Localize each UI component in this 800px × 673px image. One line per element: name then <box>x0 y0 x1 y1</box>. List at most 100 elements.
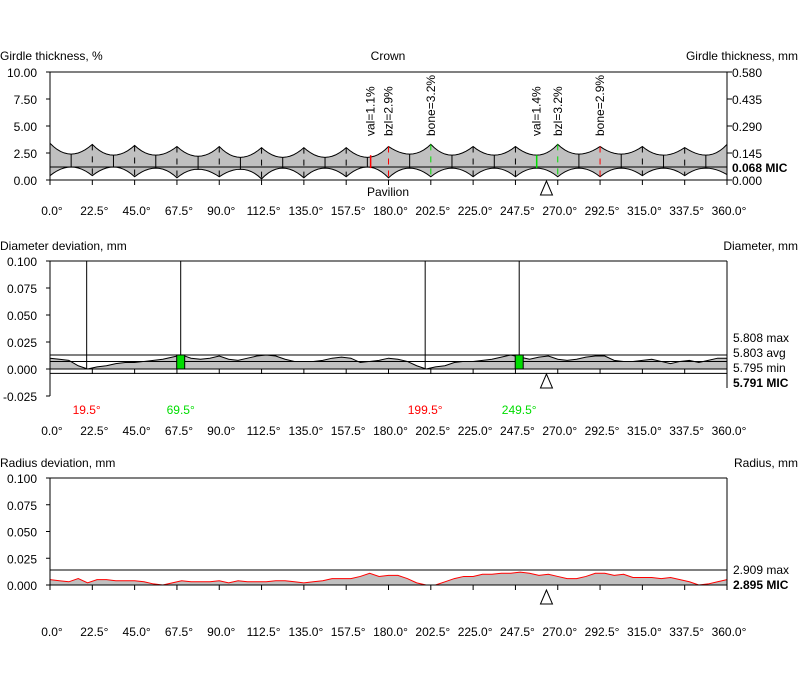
extreme-angle-label: 19.5° <box>73 403 101 417</box>
y-tick-label: 0.000 <box>7 579 37 593</box>
y-tick-label: 5.00 <box>14 120 38 134</box>
annotation-label: bone=3.2% <box>424 75 438 136</box>
chart-title-left: Girdle thickness, % <box>0 49 103 63</box>
deviation-area <box>50 354 727 369</box>
x-tick-label: 225.0° <box>458 625 493 639</box>
x-tick-label: 22.5° <box>80 424 108 438</box>
annotation-group: val=1.1% <box>363 83 378 138</box>
deviation-line <box>49 354 727 370</box>
x-tick-label: 112.5° <box>247 625 281 639</box>
x-tick-label: 67.5° <box>165 625 193 639</box>
x-tick-label: 360.0° <box>712 424 747 438</box>
y-tick-label: 7.50 <box>14 93 38 107</box>
pavilion-edge-line <box>49 166 728 180</box>
extreme-angle-label: 249.5° <box>502 403 537 417</box>
x-tick-label: 202.5° <box>415 204 450 218</box>
y-tick-label: 0.100 <box>7 255 37 269</box>
x-tick-label: 90.0° <box>207 424 235 438</box>
extreme-box <box>514 354 524 370</box>
right-tick-label: 0.435 <box>732 93 762 107</box>
x-tick-label: 45.0° <box>123 204 151 218</box>
extreme-angle-label: 199.5° <box>408 403 443 417</box>
y-tick-label: 0.050 <box>7 309 37 323</box>
annotation-group: val=1.4% <box>529 83 544 138</box>
y-tick-label: 0.025 <box>7 336 37 350</box>
annotation-label: bzl=3.2% <box>551 86 565 136</box>
annotation-label: val=1.4% <box>530 86 544 136</box>
y-tick-label: 0.100 <box>7 472 37 486</box>
deviation-area <box>50 572 727 585</box>
right-tick-label: 0.145 <box>732 147 762 161</box>
x-tick-label: 67.5° <box>165 204 193 218</box>
annotation-group: bzl=2.9% <box>381 83 396 138</box>
annotation-group: bone=2.9% <box>593 75 608 138</box>
x-tick-label: 180.0° <box>373 204 408 218</box>
x-tick-label: 0.0° <box>41 204 63 218</box>
x-tick-label: 315.0° <box>627 204 662 218</box>
x-tick-label: 270.0° <box>542 424 577 438</box>
x-tick-label: 112.5° <box>247 424 281 438</box>
x-tick-label: 157.5° <box>331 204 366 218</box>
x-tick-label: 202.5° <box>415 424 450 438</box>
x-tick-label: 67.5° <box>165 424 193 438</box>
x-tick-label: 337.5° <box>669 424 704 438</box>
reference-label: 5.795 min <box>733 361 786 375</box>
y-tick-label: 10.00 <box>7 66 37 80</box>
x-tick-label: 337.5° <box>669 625 704 639</box>
right-tick-label: 0.290 <box>732 120 762 134</box>
mic-value-label: 0.068 MIC <box>732 161 788 175</box>
right-tick-label: 0.580 <box>732 66 762 80</box>
x-tick-label: 90.0° <box>207 625 235 639</box>
crown-label: Crown <box>371 49 406 63</box>
annotation-label-bg <box>381 83 396 138</box>
x-tick-label: 22.5° <box>80 625 108 639</box>
x-tick-label: 112.5° <box>247 204 281 218</box>
x-tick-label: 22.5° <box>80 204 108 218</box>
y-tick-label: 0.000 <box>7 363 37 377</box>
x-tick-label: 0.0° <box>41 625 63 639</box>
y-tick-label: 0.050 <box>7 526 37 540</box>
x-tick-label: 247.5° <box>500 625 535 639</box>
chart-title-right: Radius, mm <box>734 456 798 470</box>
reference-label: 5.791 MIC <box>733 376 789 390</box>
extreme-box <box>176 354 186 370</box>
reference-label: 5.808 max <box>733 331 789 345</box>
x-tick-label: 292.5° <box>585 625 620 639</box>
x-tick-label: 315.0° <box>627 625 662 639</box>
x-tick-label: 202.5° <box>415 625 450 639</box>
x-tick-label: 225.0° <box>458 424 493 438</box>
annotation-label-bg <box>593 77 608 138</box>
extreme-angle-label: 69.5° <box>167 403 195 417</box>
x-tick-label: 360.0° <box>712 204 747 218</box>
x-tick-label: 247.5° <box>500 204 535 218</box>
annotation-label-bg <box>550 83 565 138</box>
right-tick-label: 0.000 <box>732 174 762 188</box>
chart-title-left: Diameter deviation, mm <box>0 239 127 253</box>
y-tick-label: 0.075 <box>7 499 37 513</box>
chart-title-right: Girdle thickness, mm <box>686 49 798 63</box>
chart-title-right: Diameter, mm <box>723 239 798 253</box>
annotation-label-bg <box>529 83 544 138</box>
x-tick-label: 45.0° <box>123 424 151 438</box>
annotation-label: bone=2.9% <box>593 75 607 136</box>
annotation-group: bzl=3.2% <box>550 83 565 138</box>
annotation-label-bg <box>423 77 438 138</box>
chart-title-left: Radius deviation, mm <box>0 456 115 470</box>
x-tick-label: 247.5° <box>500 424 535 438</box>
y-tick-label: -0.025 <box>3 390 37 404</box>
x-tick-label: 270.0° <box>542 625 577 639</box>
x-tick-label: 360.0° <box>712 625 747 639</box>
x-tick-label: 135.0° <box>288 424 323 438</box>
reference-label: 2.895 MIC <box>733 578 789 592</box>
x-tick-label: 90.0° <box>207 204 235 218</box>
pavilion-label: Pavilion <box>367 185 409 199</box>
x-tick-label: 337.5° <box>669 204 704 218</box>
y-tick-label: 0.025 <box>7 552 37 566</box>
x-tick-label: 180.0° <box>373 424 408 438</box>
annotation-label-bg <box>363 83 378 138</box>
x-tick-label: 225.0° <box>458 204 493 218</box>
x-tick-label: 292.5° <box>585 424 620 438</box>
position-marker-triangle <box>539 372 554 389</box>
y-tick-label: 2.50 <box>14 147 38 161</box>
